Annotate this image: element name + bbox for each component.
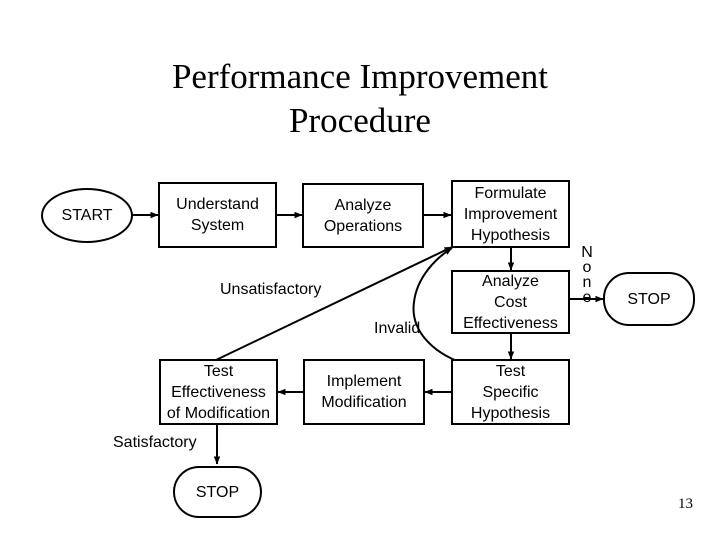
edge-label-invalid: Invalid: [374, 320, 421, 337]
node-implement-modification-label: Implement Modification: [321, 373, 407, 411]
node-test-effectiveness[interactable]: Test Effectiveness of Modification: [159, 359, 278, 425]
page-title: Performance Improvement Procedure: [171, 57, 549, 140]
edge-label-satisfactory: Satisfactory: [113, 434, 197, 451]
node-implement-modification[interactable]: Implement Modification: [303, 359, 425, 425]
node-stop-right-label: STOP: [627, 290, 671, 308]
node-understand-system-label: Understand System: [176, 196, 259, 234]
node-stop-bottom-label: STOP: [195, 483, 240, 501]
node-formulate-hypothesis-label: Formulate Improvement Hypothesis: [463, 184, 558, 244]
node-understand-system[interactable]: Understand System: [158, 182, 277, 248]
node-start[interactable]: START: [41, 188, 133, 243]
edge-label-unsatisfactory: Unsatisfactory: [220, 281, 322, 298]
node-test-effectiveness-label: Test Effectiveness of Modification: [166, 362, 271, 422]
node-test-specific-hypothesis[interactable]: Test Specific Hypothesis: [451, 359, 570, 425]
edge-test-effectiveness-to-formulate-unsatisfactory: [215, 246, 453, 361]
page-number: 13: [678, 496, 693, 512]
node-stop-bottom[interactable]: STOP: [173, 466, 262, 518]
node-analyze-operations[interactable]: Analyze Operations: [302, 183, 424, 248]
node-start-label: START: [61, 207, 113, 224]
node-formulate-hypothesis[interactable]: Formulate Improvement Hypothesis: [451, 180, 570, 248]
node-analyze-cost-effectiveness[interactable]: Analyze Cost Effectiveness: [451, 270, 570, 334]
node-stop-right[interactable]: STOP: [603, 272, 695, 326]
node-analyze-cost-effectiveness-label: Analyze Cost Effectiveness: [463, 272, 558, 332]
node-test-specific-hypothesis-label: Test Specific Hypothesis: [470, 362, 551, 422]
edge-label-none: N o n e: [581, 244, 593, 306]
edge-test-specific-to-formulate-invalid: [412, 247, 463, 364]
node-analyze-operations-label: Analyze Operations: [323, 196, 403, 235]
